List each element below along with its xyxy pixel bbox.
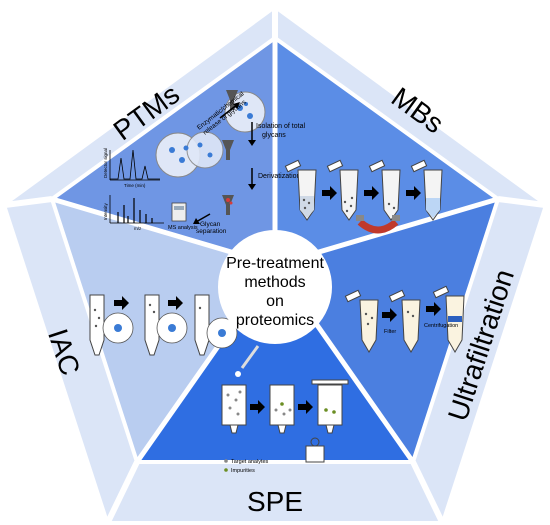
uf-step-centrifugation: Centrifugation	[424, 323, 458, 329]
ptms-step-isolation-1: Isolation of total	[256, 123, 305, 130]
center-line-3: on	[266, 293, 284, 310]
ptms-step-isolation-2: glycans	[262, 132, 286, 139]
center-line-2: methods	[244, 274, 305, 291]
ultrafiltration-illustration: Filter Centrifugation	[344, 285, 465, 353]
ptms-step-ms-analysis: MS analysis	[168, 225, 198, 231]
label-spe: SPE	[247, 486, 303, 517]
center-line-1: Pre-treatment	[226, 255, 324, 272]
ptms-chart-time: Time (min)	[124, 183, 146, 188]
center-line-4: proteomics	[236, 312, 314, 329]
center-text: Pre-treatment methods on proteomics	[226, 255, 324, 329]
ptms-chart-intensity: Intensity	[103, 202, 108, 220]
spe-legend-target: Target analytes	[231, 459, 269, 465]
spe-illustration: Target analytes Impurities	[221, 345, 349, 474]
mbs-illustration	[284, 159, 443, 234]
ptms-step-separation-2: separation	[196, 228, 227, 235]
iac-illustration	[89, 294, 238, 356]
uf-step-filter: Filter	[384, 329, 396, 335]
ptms-chart-detector: Detector signal	[103, 148, 108, 178]
ptms-chart-mz: m/z	[134, 226, 142, 231]
ptms-step-separation-1: Glycan	[200, 221, 221, 228]
ptms-step-derivatization: Derivatization	[258, 173, 301, 180]
center-circle	[218, 230, 332, 344]
spe-legend-impurities: Impurities	[231, 468, 255, 474]
ring-dividers	[4, 8, 546, 524]
sector-spe	[137, 265, 413, 462]
